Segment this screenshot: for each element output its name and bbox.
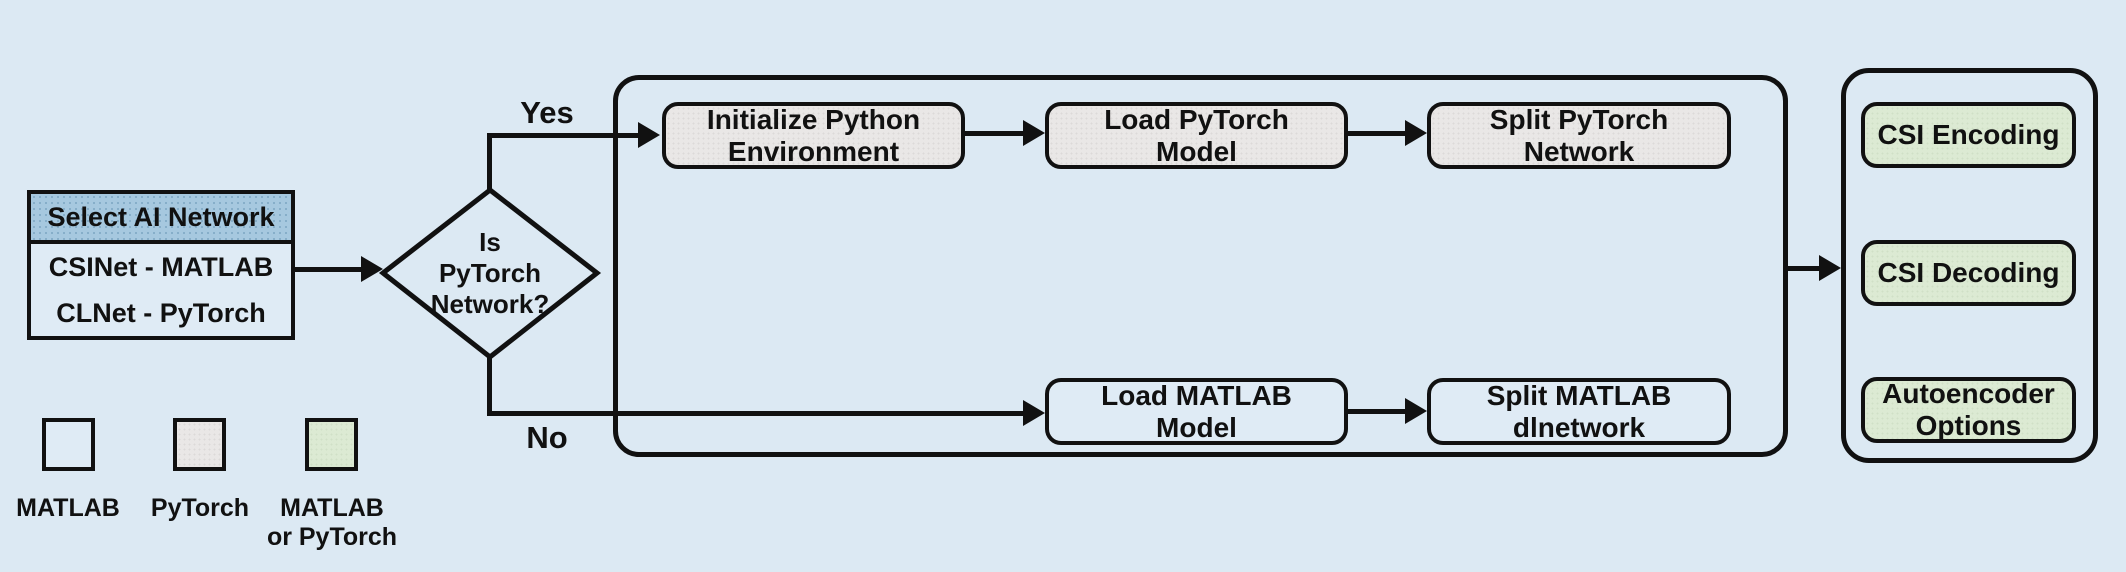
arrow-load-to-split-matlab-line bbox=[1348, 409, 1407, 414]
step-label-line: Environment bbox=[727, 135, 900, 167]
step-load-matlab-model: Load MATLAB Model bbox=[1045, 378, 1348, 445]
decision-label: Is PyTorch Network? bbox=[390, 227, 590, 320]
output-label-line: Autoencoder bbox=[1882, 378, 2055, 409]
table-row-csinet-matlab: CSINet - MATLAB bbox=[48, 251, 274, 282]
output-label-line: CSI Encoding bbox=[1877, 119, 2060, 150]
table-to-decision-line bbox=[295, 267, 365, 272]
arrow-init-to-load-pytorch-line bbox=[965, 131, 1025, 136]
step-load-pytorch-model: Load PyTorch Model bbox=[1045, 102, 1348, 169]
legend-label-line: or PyTorch bbox=[266, 523, 398, 551]
step-label-line: Model bbox=[1156, 135, 1237, 167]
arrow-load-to-split-matlab-arrowhead-icon bbox=[1405, 398, 1427, 424]
legend-swatch-pytorch bbox=[173, 418, 226, 471]
legend-swatch-matlab bbox=[42, 418, 95, 471]
legend-label-matlab: MATLAB bbox=[0, 494, 143, 523]
legend-label-pytorch: PyTorch bbox=[125, 494, 275, 523]
process-container bbox=[613, 75, 1788, 457]
output-csi-decoding: CSI Decoding bbox=[1861, 240, 2076, 306]
yes-branch-arrowhead-icon bbox=[638, 122, 660, 148]
output-label-line: Options bbox=[1915, 410, 2022, 441]
step-label-line: Network bbox=[1523, 135, 1635, 167]
container-to-outputs-arrowhead-icon bbox=[1819, 255, 1841, 281]
no-branch-arrowhead-icon bbox=[1023, 400, 1045, 426]
output-csi-encoding: CSI Encoding bbox=[1861, 102, 2076, 168]
table-row-clnet-pytorch: CLNet - PyTorch bbox=[56, 297, 266, 328]
yes-branch-vertical-line bbox=[487, 133, 492, 193]
arrow-load-to-split-pytorch-arrowhead-icon bbox=[1405, 120, 1427, 146]
legend-label-line: MATLAB bbox=[16, 494, 120, 522]
no-label: No bbox=[526, 420, 568, 455]
decision-label-line: Network? bbox=[430, 289, 550, 319]
step-label-line: Initialize Python bbox=[706, 103, 921, 135]
legend-swatch-matlab-or-pytorch bbox=[305, 418, 358, 471]
legend-label-matlab-or-pytorch: MATLAB or PyTorch bbox=[257, 494, 407, 552]
output-autoencoder-options: Autoencoder Options bbox=[1861, 377, 2076, 443]
yes-branch-horizontal-line bbox=[487, 133, 640, 138]
step-split-matlab-dlnetwork: Split MATLAB dlnetwork bbox=[1427, 378, 1731, 445]
table-to-decision-arrowhead-icon bbox=[361, 256, 383, 282]
decision-label-line: PyTorch bbox=[438, 258, 542, 288]
step-label-line: dlnetwork bbox=[1512, 411, 1646, 443]
step-split-pytorch-network: Split PyTorch Network bbox=[1427, 102, 1731, 169]
arrow-load-to-split-pytorch-line bbox=[1348, 131, 1407, 136]
outputs-panel bbox=[1841, 68, 2098, 463]
step-label-line: Load MATLAB bbox=[1101, 379, 1292, 411]
select-network-table: Select AI Network CSINet - MATLAB CLNet … bbox=[27, 190, 295, 340]
legend-label-line: MATLAB bbox=[280, 494, 384, 522]
step-label-line: Split PyTorch bbox=[1489, 103, 1669, 135]
arrow-init-to-load-pytorch-arrowhead-icon bbox=[1023, 120, 1045, 146]
step-label-line: Model bbox=[1156, 411, 1237, 443]
no-branch-horizontal-line bbox=[487, 411, 1023, 416]
step-label-line: Load PyTorch bbox=[1104, 103, 1289, 135]
no-branch-vertical-line bbox=[487, 355, 492, 416]
legend-label-line: PyTorch bbox=[150, 494, 250, 522]
step-initialize-python-environment: Initialize Python Environment bbox=[662, 102, 965, 169]
select-network-table-header: Select AI Network bbox=[31, 194, 291, 244]
yes-label: Yes bbox=[520, 95, 574, 130]
decision-label-line: Is bbox=[479, 227, 501, 257]
output-label-line: CSI Decoding bbox=[1877, 257, 2060, 288]
container-to-outputs-line bbox=[1788, 266, 1823, 271]
step-label-line: Split MATLAB bbox=[1486, 379, 1672, 411]
